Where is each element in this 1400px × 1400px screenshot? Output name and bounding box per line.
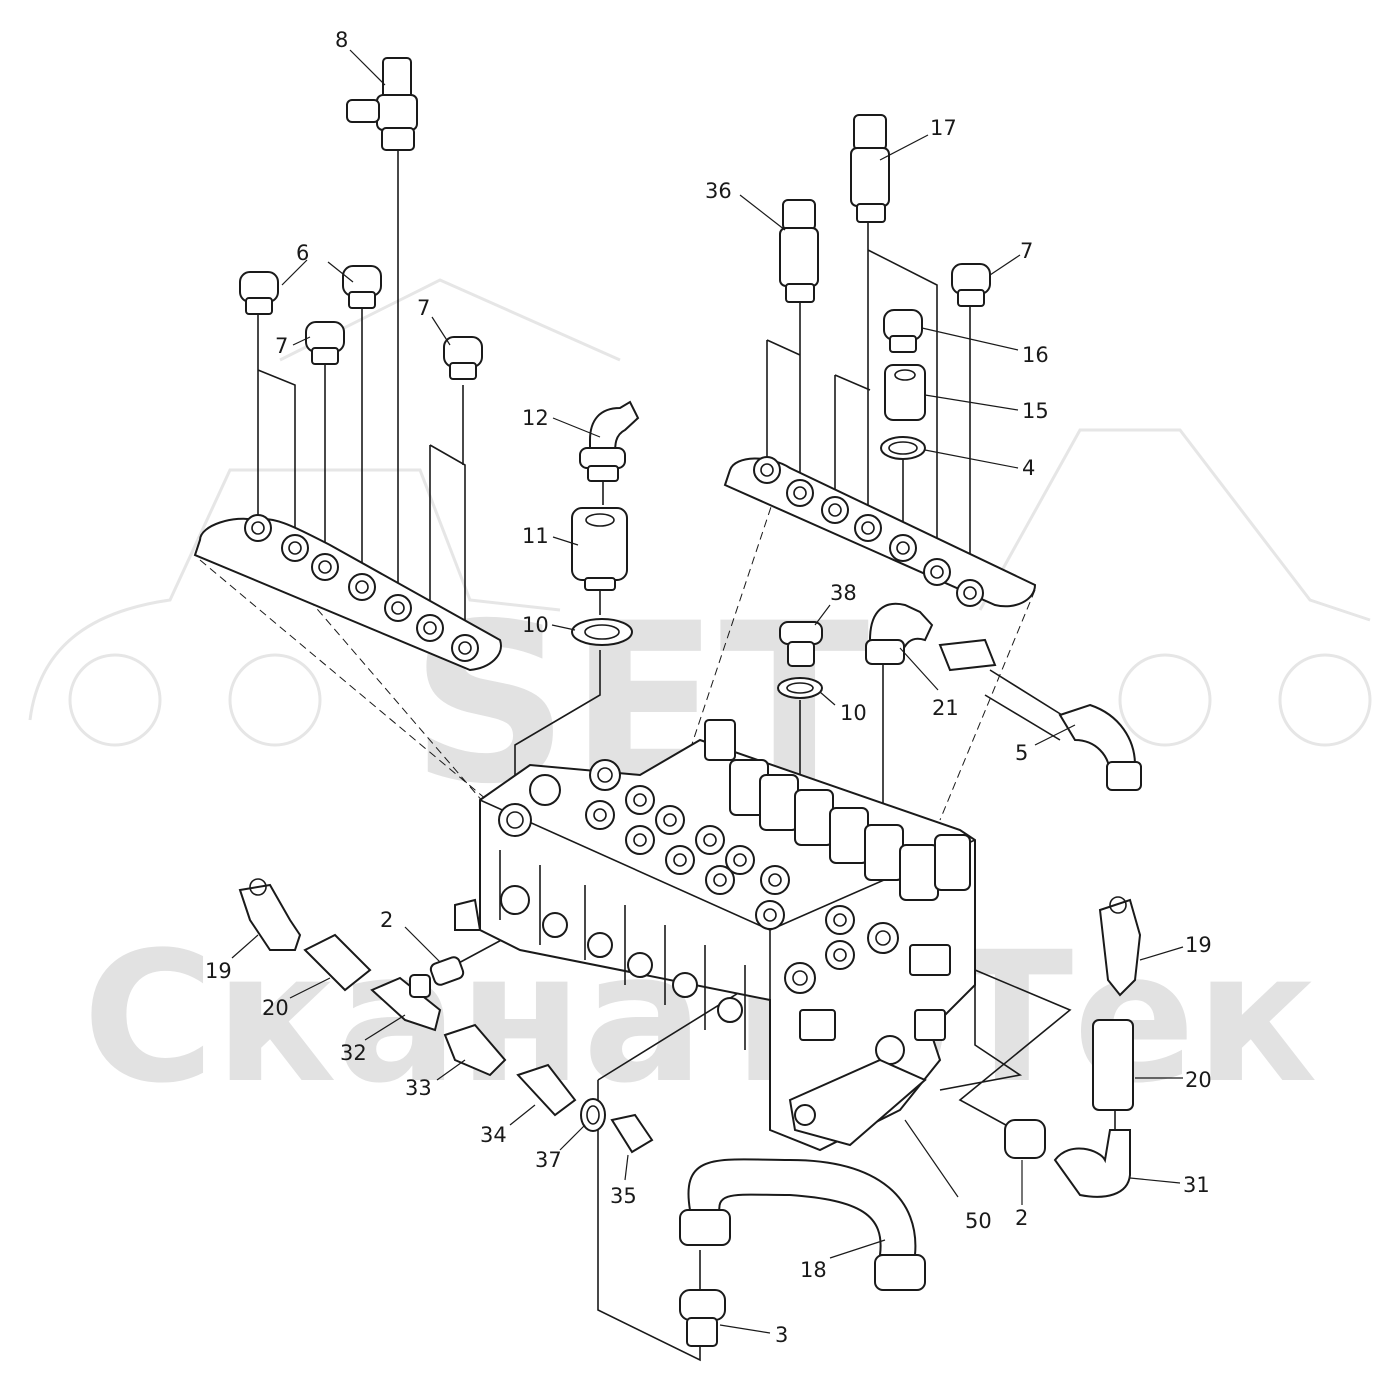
callout-33: 33	[405, 1076, 432, 1100]
right-port-plate	[723, 456, 1037, 608]
part-19-coupler-right	[1098, 896, 1142, 997]
callout-32: 32	[340, 1041, 367, 1065]
left-port-plate	[193, 514, 502, 672]
block-front-details	[454, 850, 951, 1147]
guide-lines	[199, 150, 1116, 1362]
callout-38: 38	[830, 581, 857, 605]
part-34-nipple	[516, 1063, 577, 1117]
callout-34: 34	[480, 1123, 507, 1147]
callout-6: 6	[296, 241, 309, 265]
part-10-washer-a	[571, 618, 633, 646]
callout-12: 12	[522, 406, 549, 430]
part-15-coupler	[884, 364, 926, 421]
part-5-hose-assembly	[938, 638, 1142, 791]
part-20-nipple-right	[1092, 1019, 1134, 1111]
callout-5: 5	[1015, 741, 1028, 765]
part-17-long-nipple	[850, 114, 890, 223]
callout-35: 35	[610, 1184, 637, 1208]
callout-16: 16	[1022, 343, 1049, 367]
callout-17: 17	[930, 116, 957, 140]
part-10-washer-b	[777, 677, 823, 699]
solenoid-stack	[704, 719, 971, 901]
part-21-elbow-fitting	[865, 602, 934, 665]
part-18-pipe	[679, 1158, 926, 1291]
part-8-tee-fitting	[346, 57, 418, 151]
callout-50: 50	[965, 1209, 992, 1233]
callout-31: 31	[1183, 1173, 1210, 1197]
callout-7-left-b: 7	[417, 296, 430, 320]
callout-labels: 8 6 7 7 12 11 10 36 17 7 16 15 4 38 10 2…	[205, 28, 1212, 1347]
callout-15: 15	[1022, 399, 1049, 423]
part-7-plug-a	[305, 321, 345, 365]
part-33-check-valve	[443, 1023, 507, 1077]
callout-20-left: 20	[262, 996, 289, 1020]
part-31-elbow	[1053, 1129, 1131, 1198]
watermark: SET СканаТоТек	[28, 278, 1372, 1123]
part-11-adapter	[571, 507, 628, 591]
callout-10-left: 10	[522, 613, 549, 637]
part-38-socket-plug	[779, 621, 823, 667]
control-valve-block	[454, 719, 976, 1152]
part-37-washer	[580, 1098, 606, 1132]
callout-7-left-a: 7	[275, 334, 288, 358]
part-20-nipple-left	[303, 933, 372, 992]
callout-37: 37	[535, 1148, 562, 1172]
watermark-vehicle-outline	[28, 278, 1372, 747]
callout-18: 18	[800, 1258, 827, 1282]
part-36-long-nipple	[779, 199, 819, 303]
leader-lines	[231, 49, 1184, 1334]
part-4-o-ring	[880, 436, 926, 460]
part-32-tee-fitting	[370, 974, 442, 1032]
callout-2-left: 2	[380, 908, 393, 932]
part-7-plug-c	[951, 263, 991, 307]
part-12-elbow-fitting	[579, 400, 640, 482]
part-6-plug-a	[239, 271, 279, 315]
callout-19-left: 19	[205, 959, 232, 983]
part-7-plug-b	[443, 336, 483, 380]
callout-10-right: 10	[840, 701, 867, 725]
part-6-plug-b	[342, 265, 382, 309]
part-35-adapter	[610, 1113, 654, 1154]
callout-8: 8	[335, 28, 348, 52]
callout-19-right: 19	[1185, 933, 1212, 957]
callout-2-right: 2	[1015, 1206, 1028, 1230]
block-top-ports	[498, 759, 899, 994]
callout-4: 4	[1022, 456, 1035, 480]
callout-36: 36	[705, 179, 732, 203]
part-16-plug	[883, 309, 923, 353]
callout-20-right: 20	[1185, 1068, 1212, 1092]
part-19-coupler-left	[238, 878, 302, 951]
part-2-adapter-a	[429, 956, 465, 986]
callout-21: 21	[932, 696, 959, 720]
part-2-adapter-b	[1004, 1119, 1046, 1159]
callout-3: 3	[775, 1323, 788, 1347]
part-3-adapter	[679, 1289, 726, 1347]
callout-7-right: 7	[1020, 239, 1033, 263]
callout-11: 11	[522, 524, 549, 548]
